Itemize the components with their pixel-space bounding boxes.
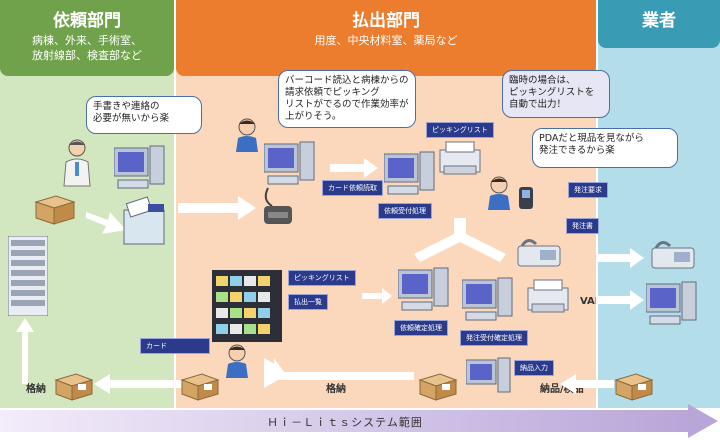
bubble-urgent: 臨時の場合は、 ピッキングリストを 自動で出力！ — [502, 70, 610, 118]
box-icon — [614, 373, 654, 401]
dispensing-header: 払出部門 用度、中央材料室、薬局など — [176, 0, 596, 76]
printer-icon — [527, 279, 569, 313]
tag-order-request: 発注要求 — [568, 182, 608, 198]
bubble-handwriting: 手書きや連絡の 必要が無いから楽 — [86, 96, 202, 134]
dispensing-title: 払出部門 — [352, 11, 420, 31]
printer-icon — [439, 141, 481, 175]
tag-request-accept: 依頼受付処理 — [378, 203, 432, 219]
arrow-request-to-dispense — [178, 196, 256, 220]
bubble-urgent-line-2: ピッキングリストを — [509, 87, 595, 98]
computer-icon — [114, 145, 165, 189]
tag-order-accept-confirm: 発注受付確定処理 — [460, 330, 528, 346]
staff-person-icon — [236, 118, 258, 152]
tag-dispense-list: 払出一覧 — [288, 294, 328, 310]
staff-person-icon — [226, 344, 248, 378]
box-icon — [54, 373, 94, 401]
pda-icon — [519, 187, 533, 209]
bubble-handwriting-line-1: 手書きや連絡の — [93, 101, 160, 112]
bubble-urgent-line-3: 自動で出力！ — [509, 99, 567, 110]
bubble-barcode-line-2: 請求依頼でピッキング — [285, 87, 380, 98]
bubble-handwriting-line-2: 必要が無いから楽 — [93, 113, 170, 124]
box-icon — [34, 195, 76, 225]
arrow-fax-to-vendor — [596, 248, 644, 268]
arrow-delivery-to-storage — [264, 358, 414, 388]
staff-person-icon — [488, 176, 510, 210]
tag-delivery-input: 納品入力 — [514, 360, 554, 376]
tag-card: カード — [140, 338, 210, 354]
tag-picking-list-top: ピッキングリスト — [426, 122, 494, 138]
vendor-column: 業者 — [598, 0, 720, 408]
doctor-person-icon — [63, 139, 91, 187]
bubble-pda-line-1: PDAだと現品を見ながら — [539, 133, 644, 144]
supply-rack-icon — [212, 270, 282, 342]
label-storage-mid: 格納 — [326, 384, 346, 395]
computer-icon — [384, 151, 435, 195]
bubble-barcode: バーコード読込と病棟からの 請求依頼でピッキング リストがでるので作業効率が 上… — [278, 70, 416, 128]
storage-shelf-icon — [8, 236, 48, 316]
arrow-shelf-to-pc — [362, 288, 392, 304]
fax-icon — [517, 239, 561, 267]
fax-icon — [651, 241, 695, 269]
computer-icon — [646, 281, 697, 325]
bubble-urgent-line-1: 臨時の場合は、 — [509, 75, 576, 86]
arrow-up-to-shelf — [16, 318, 34, 384]
computer-icon — [466, 357, 511, 393]
label-van: VAN — [580, 296, 604, 307]
requesting-subtitle-1: 病棟、外来、手術室、 — [32, 34, 142, 47]
arrow-reader-to-pc — [330, 158, 378, 178]
system-scope-band: Ｈｉ－Ｌｉｔｓシステム範囲 — [0, 410, 690, 432]
tag-order-form: 発注書 — [566, 218, 599, 234]
bubble-pda-line-2: 発注できるから楽 — [539, 145, 615, 156]
label-delivery-inspection: 納品/検品 — [540, 384, 584, 395]
bubble-barcode-line-3: リストがでるので作業効率が — [285, 99, 409, 110]
arrow-storage-to-requester — [94, 374, 184, 394]
arrow-box-to-terminal — [86, 212, 126, 234]
tag-picking-list-mid: ピッキングリスト — [288, 270, 356, 286]
box-icon — [180, 373, 220, 401]
arrow-van-to-vendor — [596, 290, 644, 310]
system-scope-label: Ｈｉ－Ｌｉｔｓシステム範囲 — [267, 416, 423, 429]
bubble-pda: PDAだと現品を見ながら 発注できるから楽 — [532, 128, 678, 168]
requesting-subtitle-2: 放射線部、検査部など — [32, 49, 142, 62]
bubble-barcode-line-1: バーコード読込と病棟からの — [285, 75, 409, 86]
card-terminal-icon — [123, 196, 165, 245]
requesting-title: 依頼部門 — [53, 11, 121, 31]
requesting-header: 依頼部門 病棟、外来、手術室、 放射線部、検査部など — [0, 0, 174, 76]
barcode-reader-icon — [264, 187, 292, 224]
tag-request-confirm: 依頼確定処理 — [394, 320, 448, 336]
label-storage-left: 格納 — [26, 384, 46, 395]
vendor-header: 業者 — [598, 0, 720, 48]
arrow-vendor-to-delivery — [560, 374, 614, 394]
tag-card-request-read: カード依頼読取 — [322, 180, 383, 196]
system-scope-arrowhead — [688, 404, 718, 438]
computer-icon — [264, 141, 315, 185]
vendor-title: 業者 — [642, 11, 676, 31]
box-icon — [418, 373, 458, 401]
dispensing-subtitle: 用度、中央材料室、薬局など — [314, 34, 458, 47]
computer-icon — [398, 267, 449, 311]
arrow-split — [414, 218, 506, 262]
bubble-barcode-line-4: 上がりそう。 — [285, 111, 342, 122]
computer-icon — [462, 277, 513, 321]
